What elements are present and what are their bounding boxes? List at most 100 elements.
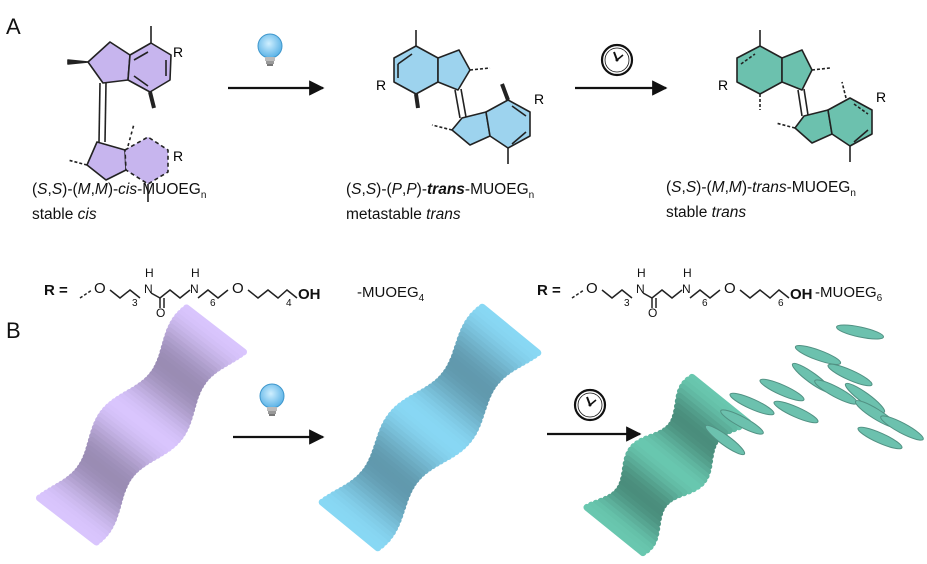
atom-h: H <box>145 266 154 280</box>
helix-disk <box>167 323 225 370</box>
helix-disk <box>82 453 128 490</box>
fiber-fragment <box>773 400 819 424</box>
helix-disk <box>592 499 654 551</box>
helix-disk <box>602 495 658 543</box>
isomer-description: metastable trans <box>346 206 461 224</box>
helix-disk <box>431 380 483 425</box>
helix-disk <box>445 364 490 403</box>
r-group-label: R <box>376 77 386 93</box>
helix-disk <box>330 491 391 543</box>
helix-disk <box>81 457 127 494</box>
helix-disk <box>668 421 714 460</box>
helix-disk <box>79 460 125 498</box>
r-equals-label: R = <box>44 282 68 299</box>
atom-o-carbonyl: O <box>648 306 658 320</box>
helix-disk <box>85 445 132 483</box>
fiber-fragment <box>880 415 924 441</box>
helix-disk <box>326 493 388 546</box>
helix-disk <box>627 446 688 497</box>
helix-disk <box>670 417 715 455</box>
helix-disk <box>114 395 179 447</box>
atom-h: H <box>683 266 692 280</box>
helix-disk <box>58 480 116 527</box>
helix-disk <box>322 496 385 549</box>
helix-disk <box>318 498 382 552</box>
helix-cis-assembly <box>36 304 247 546</box>
helix-disk <box>101 406 165 457</box>
helix-disk <box>464 319 522 369</box>
helix-disk <box>345 482 400 528</box>
helix-disk <box>453 344 501 384</box>
helix-disk <box>478 303 542 357</box>
helix-disk <box>621 465 670 506</box>
helix-disk <box>91 424 146 468</box>
helix-disk <box>364 464 409 503</box>
helix-disk <box>39 492 104 543</box>
helix-disk <box>423 385 479 433</box>
helix-disk <box>597 497 657 547</box>
caption-metastable-trans: (S,S)-(P,P)-trans-MUOEGn metastable tran… <box>346 180 534 224</box>
helix-disk <box>673 407 719 446</box>
subscript-3: 3 <box>624 298 630 309</box>
helix-disk <box>133 384 190 430</box>
helix-disk <box>400 399 464 453</box>
helix-disk <box>630 443 693 495</box>
helix-disk <box>466 315 526 366</box>
r-group-label: R <box>718 77 728 93</box>
helix-disk <box>153 364 199 401</box>
helix-disk <box>472 309 534 362</box>
helix-disk <box>434 378 484 420</box>
r-group-structure-muoeg4 <box>79 289 298 308</box>
helix-disk <box>162 339 212 380</box>
helix-disk <box>74 467 123 507</box>
helix-disk <box>368 456 413 494</box>
r-equals-label: R = <box>537 282 561 299</box>
helix-disk <box>456 335 508 378</box>
helix-disk <box>614 488 661 528</box>
panel-label-a: A <box>6 14 21 39</box>
helix-disk <box>122 391 184 441</box>
caption-stable-trans: (S,S)-(M,M)-trans-MUOEGn stable trans <box>666 178 856 222</box>
helix-disk <box>652 431 710 480</box>
helix-disk <box>352 477 404 520</box>
helix-disk <box>50 485 112 534</box>
helix-disk <box>377 430 429 475</box>
helix-disk <box>43 489 107 540</box>
subscript-6: 6 <box>778 298 784 309</box>
helix-disk <box>156 356 202 393</box>
helix-disk <box>451 352 496 391</box>
helix-disk <box>625 450 683 499</box>
helix-disk <box>183 304 247 356</box>
helix-disk <box>583 503 647 557</box>
helix-disk <box>87 436 137 476</box>
helix-disk <box>356 474 405 516</box>
atom-h: H <box>637 266 646 280</box>
helix-disk <box>449 357 494 395</box>
helix-disk <box>146 374 196 414</box>
helix-disk <box>334 489 394 540</box>
fiber-fragment <box>720 409 764 435</box>
helix-disk <box>159 348 207 386</box>
helix-disk <box>163 335 215 377</box>
helix-disk <box>661 427 713 470</box>
helix-disk <box>140 379 193 422</box>
helix-disk <box>621 470 667 509</box>
atom-o: O <box>724 280 736 297</box>
muoeg4-label: -MUOEG4 <box>357 284 425 304</box>
helix-disk <box>46 487 109 537</box>
helix-disk <box>634 440 697 493</box>
helix-disk <box>143 376 194 418</box>
molecule-metastable-trans <box>393 30 531 164</box>
helix-disk <box>86 441 134 480</box>
fiber-fragment <box>836 324 884 340</box>
atom-n: N <box>636 282 645 296</box>
helix-disk <box>169 319 229 368</box>
helix-disk <box>179 307 244 358</box>
r-group-label: R <box>173 148 183 164</box>
helix-disk <box>416 390 475 440</box>
helix-disk <box>61 478 117 523</box>
helix-disk <box>338 486 396 536</box>
atom-n: N <box>144 282 153 296</box>
helix-disk <box>151 367 198 405</box>
helix-disk <box>111 398 176 450</box>
